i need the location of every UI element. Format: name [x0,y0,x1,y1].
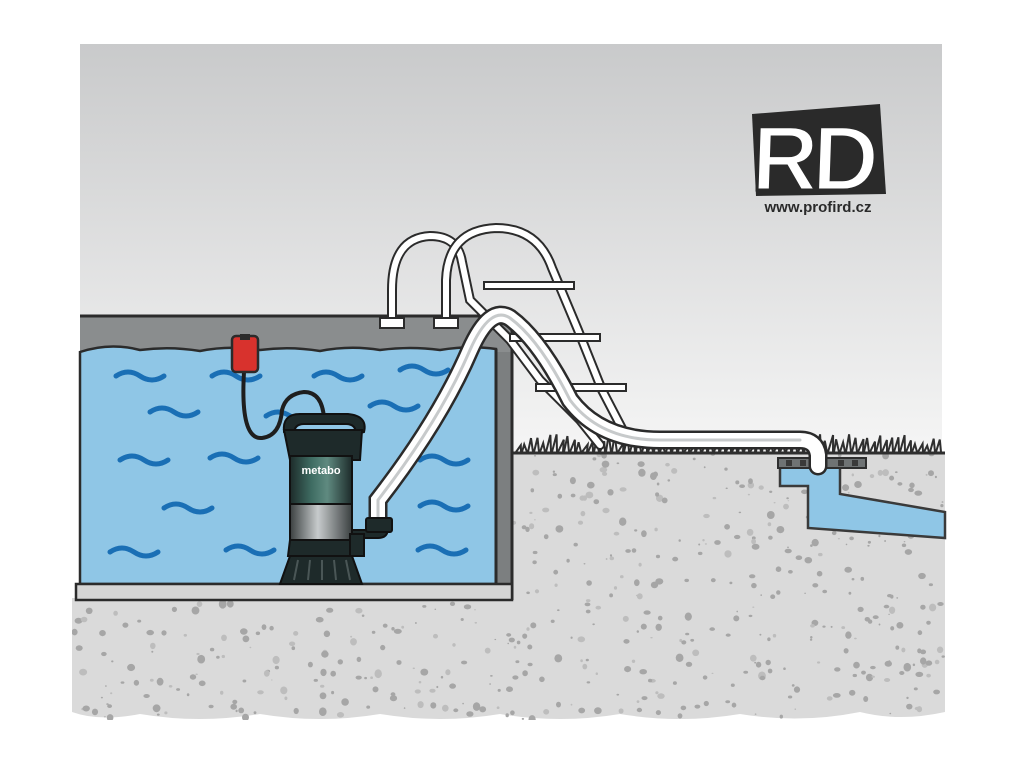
pump-brand-label: metabo [301,465,340,477]
water-waves [107,363,471,559]
submersible-pump-icon: metabo [278,413,393,585]
rd-logo: RD www.profird.cz [749,104,886,216]
logo-letters: RD [750,107,877,210]
pool-ladder-icon [379,222,633,450]
float-switch-icon [230,334,326,440]
discharge-hose-icon [368,305,828,538]
logo-url: www.profird.cz [764,199,872,216]
